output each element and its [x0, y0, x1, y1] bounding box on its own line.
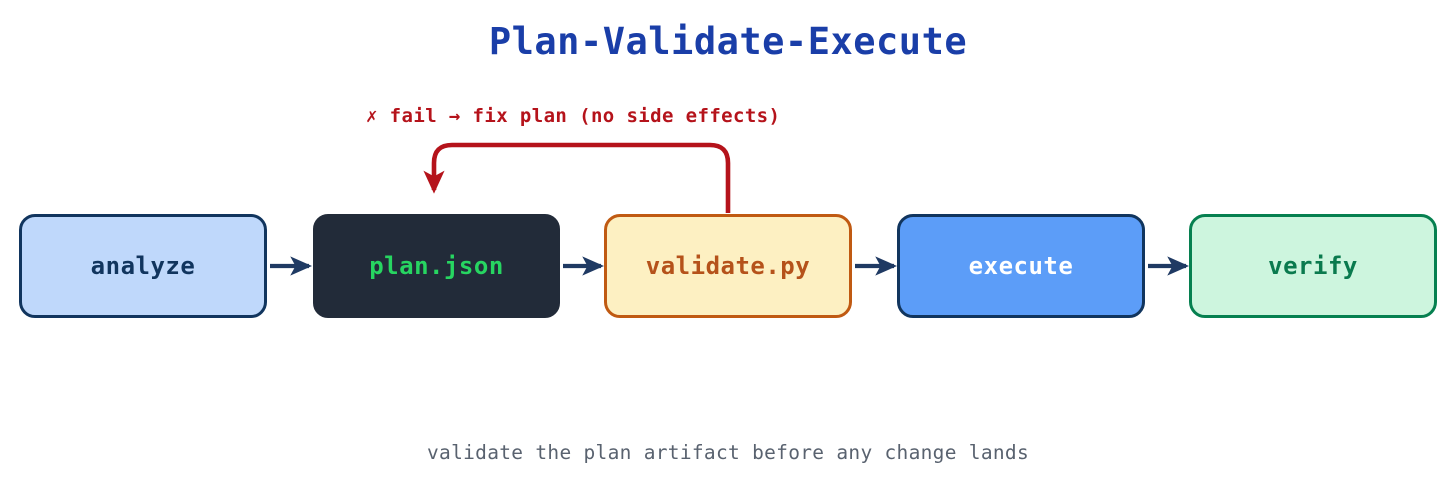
page-title: Plan-Validate-Execute [488, 20, 968, 63]
node-plan-json-label: plan.json [369, 252, 504, 280]
node-verify[interactable]: verify [1189, 214, 1437, 318]
node-verify-label: verify [1268, 252, 1358, 280]
node-analyze-label: analyze [90, 252, 196, 280]
node-execute-label: execute [968, 252, 1074, 280]
node-execute[interactable]: execute [897, 214, 1145, 318]
loop-annotation-label: ✗ fail → fix plan (no side effects) [366, 105, 781, 127]
node-validate-py[interactable]: validate.py [604, 214, 852, 318]
edge-loop-validate-to-plan [423, 142, 731, 213]
node-analyze[interactable]: analyze [19, 214, 267, 318]
node-plan-json[interactable]: plan.json [313, 214, 560, 318]
node-validate-py-label: validate.py [645, 252, 811, 280]
diagram-caption: validate the plan artifact before any ch… [427, 441, 1029, 464]
